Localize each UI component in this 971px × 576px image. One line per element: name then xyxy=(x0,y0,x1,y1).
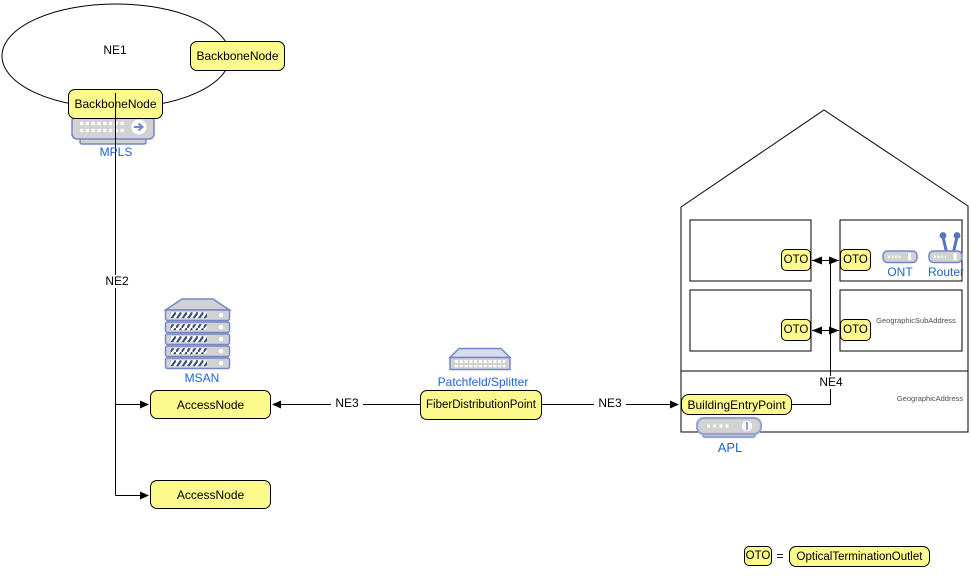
patchfeld-splitter-label: Patchfeld/Splitter xyxy=(437,375,529,389)
oto-node-upper-right: OTO xyxy=(840,249,871,271)
access-node-upper: AccessNode xyxy=(150,390,271,419)
oto-node-upper-left: OTO xyxy=(781,249,811,271)
ne3-right-label: NE3 xyxy=(594,396,626,411)
mpls-label: MPLS xyxy=(99,145,133,159)
mpls-router-icon xyxy=(71,115,155,145)
ne2-label: NE2 xyxy=(103,274,131,289)
router-label: Router xyxy=(927,265,965,279)
legend-expansion-node: OpticalTerminationOutlet xyxy=(789,546,930,567)
ont-device-icon xyxy=(882,250,918,264)
apl-device-icon xyxy=(695,416,763,439)
ont-label: ONT xyxy=(887,265,913,279)
apl-label: APL xyxy=(717,440,743,455)
building-entry-point-node: BuildingEntryPoint xyxy=(681,394,792,415)
ne1-label: NE1 xyxy=(103,43,127,57)
wifi-router-icon xyxy=(928,232,963,264)
ne4-label: NE4 xyxy=(813,375,849,390)
msan-server-stack-icon xyxy=(163,298,232,370)
patch-panel-icon xyxy=(448,347,512,371)
legend-oto-node: OTO xyxy=(744,546,772,566)
access-node-lower: AccessNode xyxy=(150,480,271,509)
fiber-distribution-point-node: FiberDistributionPoint xyxy=(420,390,542,420)
oto-node-lower-left: OTO xyxy=(781,319,811,341)
msan-label: MSAN xyxy=(184,371,220,385)
ne3-left-label: NE3 xyxy=(331,396,363,411)
oto-node-lower-right: OTO xyxy=(840,319,871,341)
backbone-node-bottom: BackboneNode xyxy=(68,89,163,119)
backbone-node-top: BackboneNode xyxy=(190,41,285,71)
geographic-address-label: GeographicAddress xyxy=(896,394,964,403)
geographic-sub-address-label: GeographicSubAddress xyxy=(876,316,956,325)
legend-equals-sign: = xyxy=(776,549,784,563)
